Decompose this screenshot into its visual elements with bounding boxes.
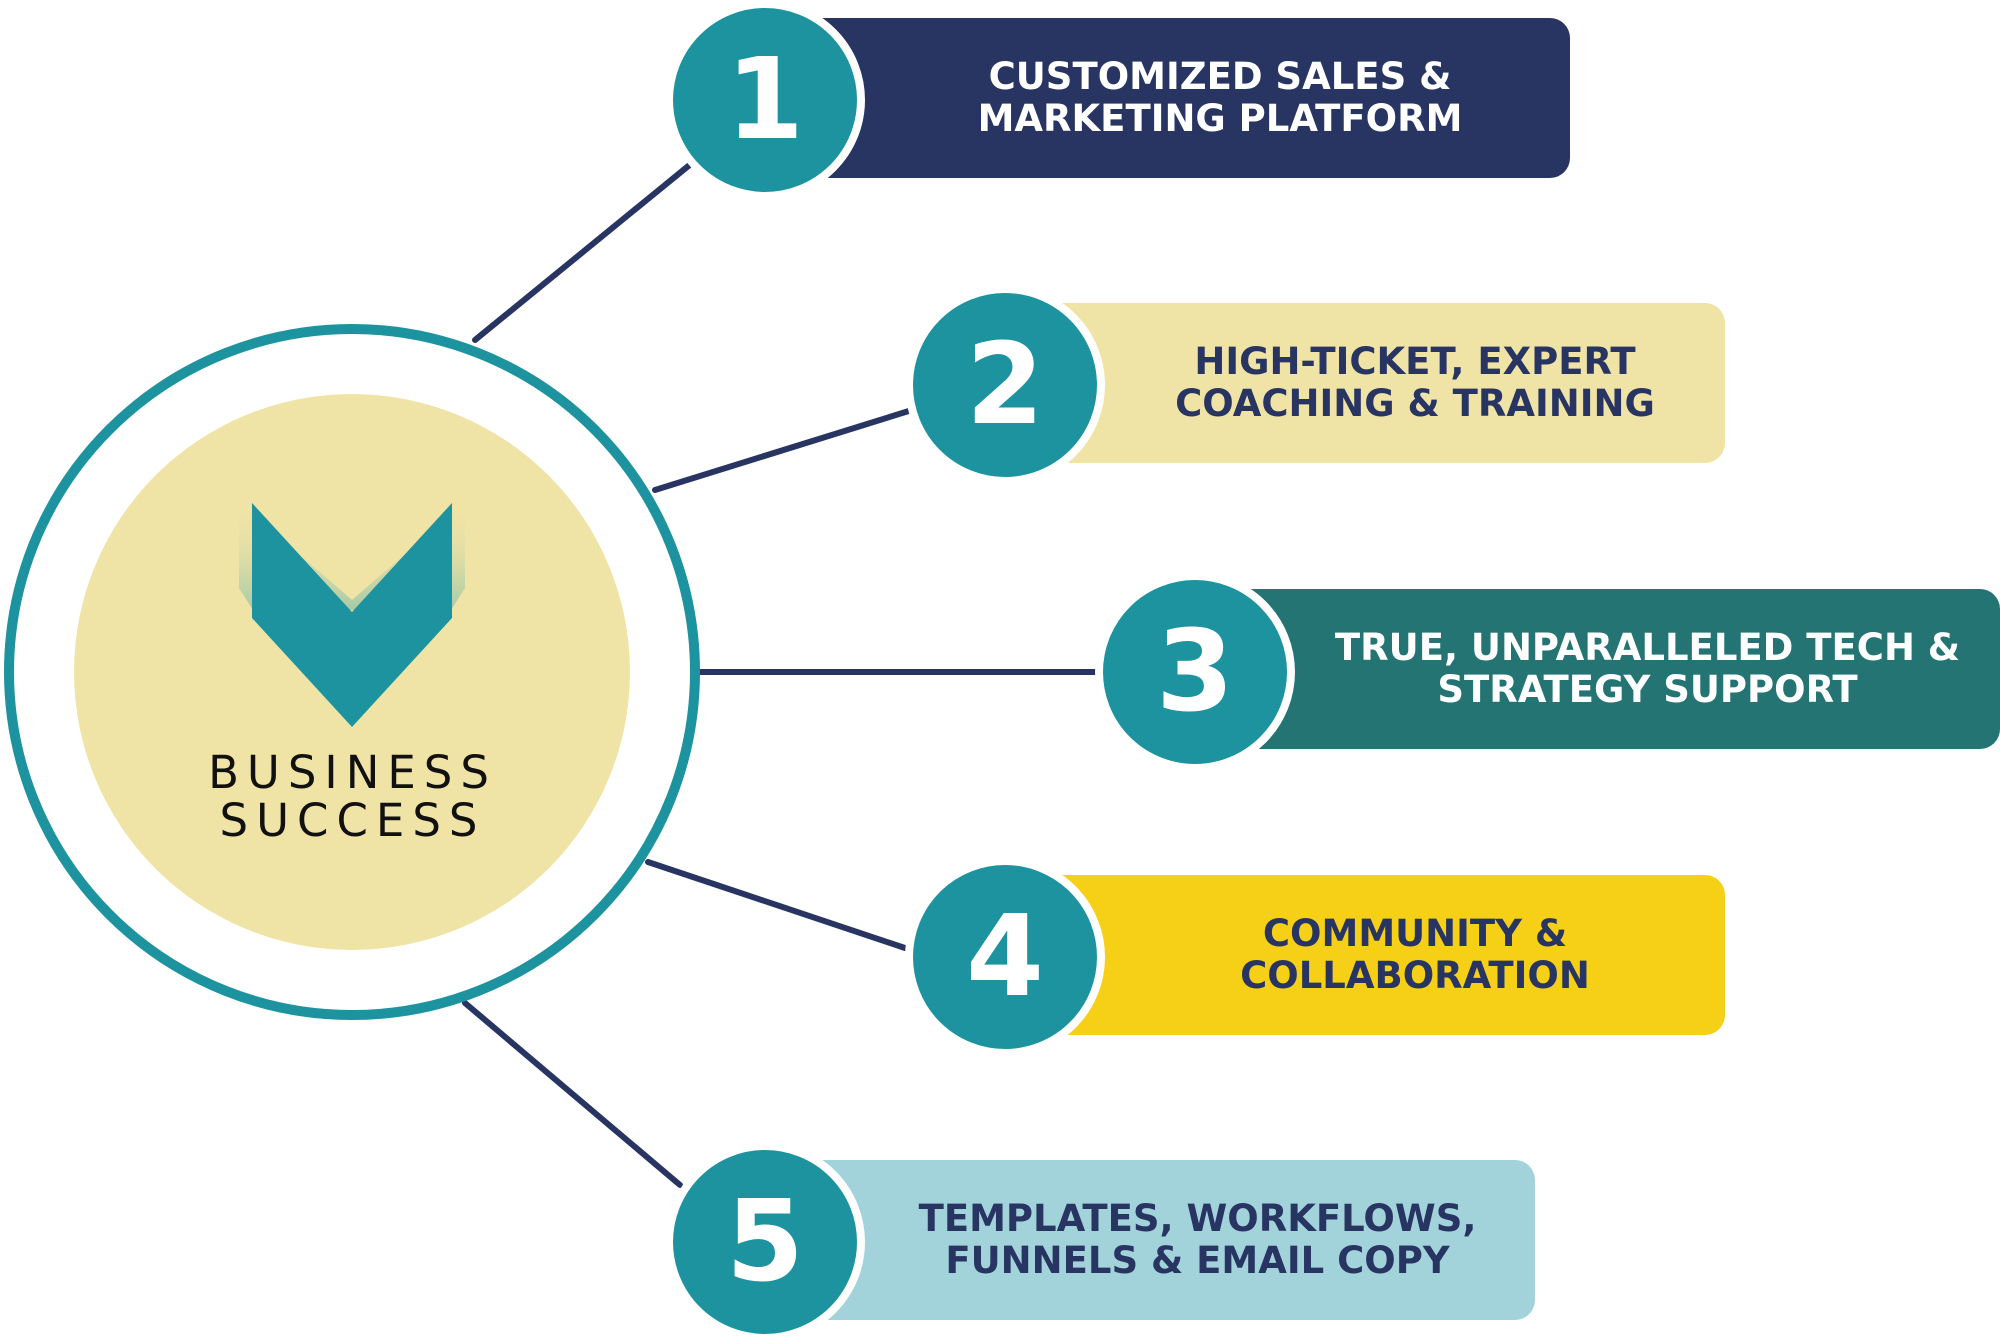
- item-3-label-line-2: STRATEGY SUPPORT: [1437, 668, 1858, 711]
- item-4-number: 4: [966, 892, 1044, 1022]
- item-3-pill: TRUE, UNPARALLELED TECH & STRATEGY SUPPO…: [1215, 589, 2000, 749]
- item-2-label-line-2: COACHING & TRAINING: [1175, 382, 1655, 425]
- item-4-badge: 4: [905, 857, 1105, 1057]
- item-3-label-line-1: TRUE, UNPARALLELED TECH &: [1334, 626, 1961, 669]
- hub-title-line-1: BUSINESS: [208, 746, 497, 799]
- item-5-pill: TEMPLATES, WORKFLOWS, FUNNELS & EMAIL CO…: [780, 1160, 1535, 1320]
- item-1-number: 1: [726, 35, 804, 165]
- item-4-label-line-2: COLLABORATION: [1240, 954, 1590, 997]
- connector-4: [645, 859, 908, 951]
- connector-1: [472, 160, 695, 343]
- item-4-pill: COMMUNITY & COLLABORATION: [1025, 875, 1725, 1035]
- item-2-label-line-1: HIGH-TICKET, EXPERT: [1194, 340, 1636, 383]
- item-1-pill: CUSTOMIZED SALES & MARKETING PLATFORM: [780, 18, 1570, 178]
- connector-5: [462, 1000, 683, 1188]
- item-3-badge: 3: [1095, 572, 1295, 772]
- connector-lines: [462, 160, 1108, 1188]
- item-4-label-line-1: COMMUNITY &: [1262, 912, 1568, 955]
- item-5-number: 5: [726, 1177, 804, 1307]
- item-5-label-line-1: TEMPLATES, WORKFLOWS,: [918, 1197, 1477, 1240]
- hub: [4, 324, 700, 1020]
- item-2-badge: 2: [905, 285, 1105, 485]
- item-1-label-line-2: MARKETING PLATFORM: [977, 97, 1463, 140]
- item-5-badge: 5: [665, 1142, 865, 1342]
- item-1-label-line-1: CUSTOMIZED SALES &: [988, 55, 1452, 98]
- item-1-badge: 1: [665, 0, 865, 200]
- item-3-number: 3: [1156, 607, 1234, 737]
- hub-title-line-2: SUCCESS: [219, 794, 486, 847]
- chevron-down-icon: [239, 502, 465, 727]
- item-2-number: 2: [966, 320, 1044, 450]
- connector-2: [652, 407, 915, 493]
- item-2-pill: HIGH-TICKET, EXPERT COACHING & TRAINING: [1025, 303, 1725, 463]
- item-5-label-line-2: FUNNELS & EMAIL COPY: [945, 1239, 1450, 1282]
